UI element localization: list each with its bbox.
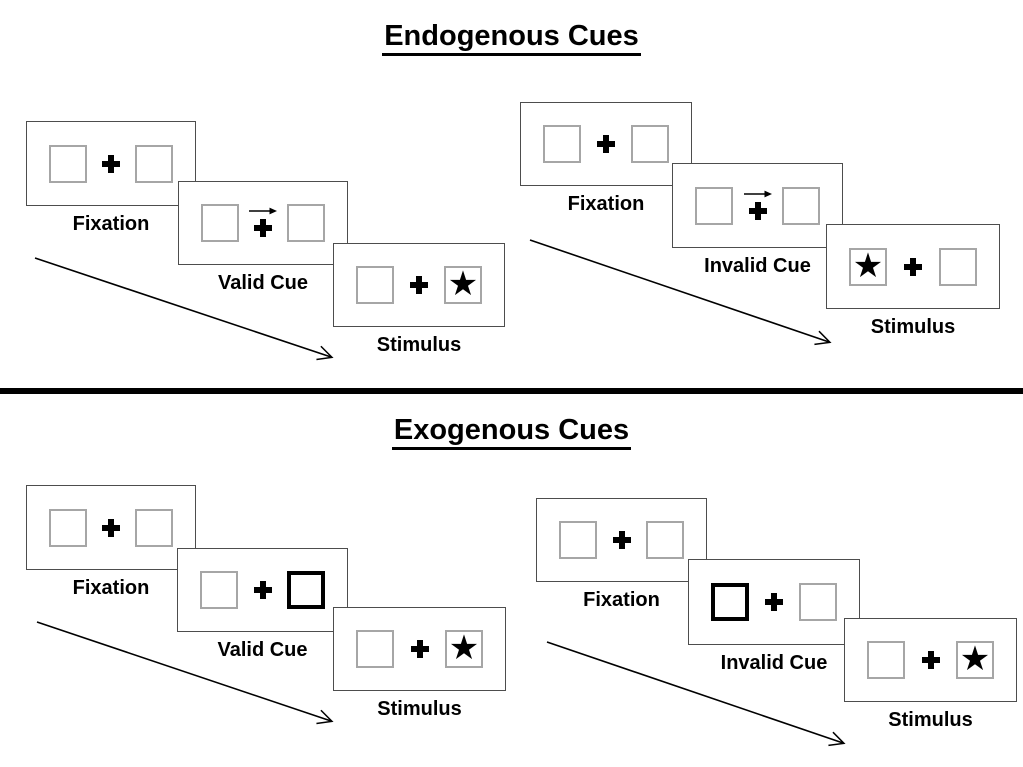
panel-stimulus: ★ Stimulus <box>844 618 1017 731</box>
left-box <box>201 204 239 242</box>
right-box <box>135 508 173 547</box>
section-title-exogenous: Exogenous Cues <box>0 413 1023 450</box>
section-title-endogenous: Endogenous Cues <box>0 19 1023 56</box>
panel-fixation: Fixation <box>26 485 196 599</box>
right-box <box>782 186 820 225</box>
cue-box-highlight <box>287 571 325 609</box>
left-box <box>49 508 87 547</box>
right-box: ★ <box>445 630 483 668</box>
fixation-cross-icon <box>102 154 120 173</box>
star-icon: ★ <box>448 628 480 668</box>
cue-box-highlight <box>711 583 749 621</box>
right-box <box>939 247 977 286</box>
left-box <box>543 125 581 163</box>
fixation-cross-icon <box>597 135 615 153</box>
left-box <box>559 521 597 559</box>
screen-frame <box>520 102 692 186</box>
panel-label: Stimulus <box>376 334 462 356</box>
panel-stimulus: ★ Stimulus <box>826 224 1000 338</box>
right-box <box>135 144 173 183</box>
right-box <box>799 583 837 621</box>
screen-frame <box>688 559 860 645</box>
panel-label: Stimulus <box>870 316 956 338</box>
panel-label: Invalid Cue <box>720 652 828 674</box>
fixation-cross-icon <box>904 257 922 276</box>
screen-frame: ★ <box>333 607 506 691</box>
panel-fixation: Fixation <box>26 121 196 235</box>
screen-frame: ★ <box>333 243 505 327</box>
fixation-cross-icon <box>410 276 428 294</box>
right-box <box>646 521 684 559</box>
left-box: ★ <box>849 245 887 286</box>
fixation-cross-icon <box>253 581 272 599</box>
panel-label: Stimulus <box>377 698 462 720</box>
panel-label: Valid Cue <box>217 272 309 294</box>
screen-frame <box>177 548 348 632</box>
star-icon: ★ <box>447 264 479 304</box>
right-box: ★ <box>956 641 994 679</box>
panel-invalid-cue: Invalid Cue <box>688 559 860 674</box>
panel-label: Fixation <box>567 193 645 215</box>
fixation-cross-icon <box>102 518 120 537</box>
panel-stimulus: ★ Stimulus <box>333 607 506 720</box>
screen-frame <box>536 498 707 582</box>
fixation-cross-icon <box>254 219 272 237</box>
fixation-cross-icon <box>921 651 940 669</box>
fixation-cross-icon <box>748 201 767 220</box>
left-box <box>356 266 394 304</box>
section-title-text: Exogenous Cues <box>391 414 632 450</box>
screen-frame <box>26 121 196 206</box>
right-arrow-icon <box>249 207 277 215</box>
fixation-cross-icon <box>612 531 631 549</box>
star-icon: ★ <box>959 639 991 679</box>
star-icon: ★ <box>852 245 884 286</box>
left-box <box>200 571 238 609</box>
fixation-cross-icon <box>765 593 783 611</box>
panel-label: Valid Cue <box>217 639 308 661</box>
right-arrow-icon <box>743 190 772 197</box>
panel-label: Fixation <box>72 213 150 235</box>
central-cue <box>743 189 773 220</box>
panel-stimulus: ★ Stimulus <box>333 243 505 356</box>
panel-valid-cue: Valid Cue <box>177 548 348 661</box>
panel-fixation: Fixation <box>536 498 707 611</box>
central-cue <box>248 206 278 237</box>
screen-frame: ★ <box>844 618 1017 702</box>
panel-fixation: Fixation <box>520 102 692 215</box>
panel-label: Fixation <box>583 589 660 611</box>
panel-label: Fixation <box>72 577 150 599</box>
right-box: ★ <box>444 266 482 304</box>
right-box <box>631 125 669 163</box>
fixation-cross-icon <box>410 640 429 658</box>
section-divider <box>0 388 1023 394</box>
left-box <box>49 144 87 183</box>
panel-invalid-cue: Invalid Cue <box>672 163 843 277</box>
left-box <box>867 641 905 679</box>
screen-frame <box>672 163 843 248</box>
panel-label: Stimulus <box>888 709 973 731</box>
panel-valid-cue: Valid Cue <box>178 181 348 294</box>
section-title-text: Endogenous Cues <box>382 20 641 56</box>
left-box <box>695 186 733 225</box>
left-box <box>356 630 394 668</box>
screen-frame <box>26 485 196 570</box>
right-box <box>287 204 325 242</box>
panel-label: Invalid Cue <box>704 255 811 277</box>
screen-frame <box>178 181 348 265</box>
screen-frame: ★ <box>826 224 1000 309</box>
